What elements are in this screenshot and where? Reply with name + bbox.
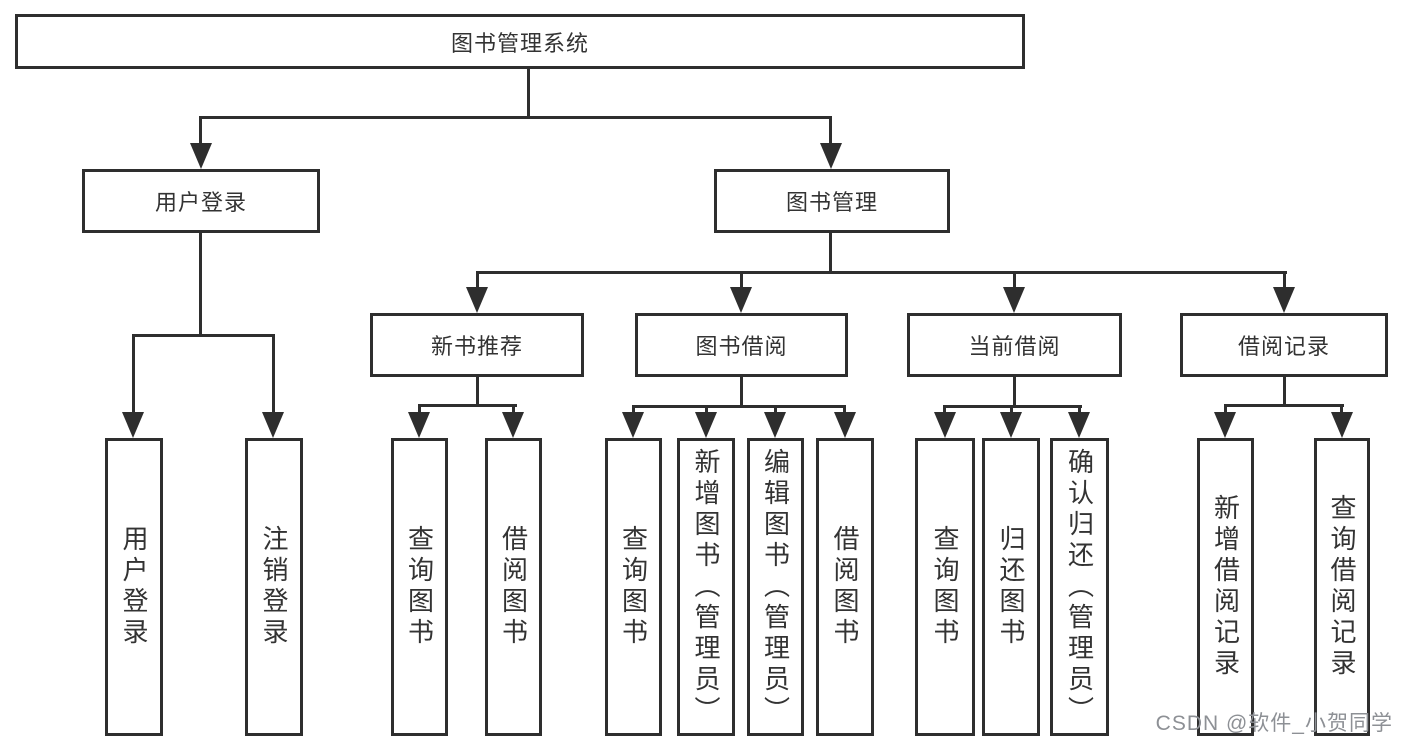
csdn-watermark: CSDN @软件_小贺同学 bbox=[1155, 712, 1393, 735]
leaf-add-books-admin-label: 新增图书（管理员） bbox=[691, 447, 721, 727]
node-new-book-recommend: 新书推荐 bbox=[370, 313, 584, 377]
arrowhead-cb-return-icon bbox=[1000, 412, 1022, 438]
arrowhead-br-query-icon bbox=[1331, 412, 1353, 438]
connector-new-book-stem bbox=[476, 271, 479, 290]
node-user-login: 用户登录 bbox=[82, 169, 320, 233]
leaf-query-borrow-record: 查询借阅记录 bbox=[1314, 438, 1370, 736]
leaf-borrow-books: 借阅图书 bbox=[816, 438, 874, 736]
node-borrow-records-label: 借阅记录 bbox=[1237, 334, 1330, 359]
connector-user-login-rail bbox=[132, 334, 275, 337]
connector-root-trunk bbox=[527, 66, 530, 119]
arrowhead-book-borrow-icon bbox=[730, 287, 752, 313]
leaf-recommend-query-books-label: 查询图书 bbox=[404, 525, 435, 649]
connector-book-borrow-rail bbox=[632, 405, 846, 408]
arrowhead-bb-query-icon bbox=[622, 412, 644, 438]
arrowhead-bb-add-icon bbox=[695, 412, 717, 438]
arrowhead-new-book-icon bbox=[466, 287, 488, 313]
connector-book-borrow-trunk bbox=[740, 375, 743, 408]
leaf-recommend-borrow-books-label: 借阅图书 bbox=[498, 525, 529, 649]
leaf-current-query-books: 查询图书 bbox=[915, 438, 975, 736]
node-book-borrow-label: 图书借阅 bbox=[695, 334, 788, 359]
leaf-user-login: 用户登录 bbox=[105, 438, 163, 736]
leaf-borrow-query-books-label: 查询图书 bbox=[618, 525, 649, 649]
connector-cb-query-stem bbox=[943, 405, 946, 415]
arrowhead-current-borrow-icon bbox=[1003, 287, 1025, 313]
node-borrow-records: 借阅记录 bbox=[1180, 313, 1388, 377]
leaf-add-borrow-record-label: 新增借阅记录 bbox=[1210, 494, 1241, 680]
arrowhead-borrow-records-icon bbox=[1273, 287, 1295, 313]
leaf-recommend-query-books: 查询图书 bbox=[391, 438, 448, 736]
connector-rec-borrow-stem bbox=[512, 404, 515, 416]
leaf-edit-books-admin: 编辑图书（管理员） bbox=[747, 438, 804, 736]
connector-level2-rail bbox=[199, 116, 831, 119]
connector-user-login-stem bbox=[199, 116, 202, 146]
leaf-query-borrow-record-label: 查询借阅记录 bbox=[1327, 494, 1357, 680]
arrowhead-leaf-user-login-icon bbox=[122, 412, 144, 438]
connector-bb-query-stem bbox=[632, 405, 635, 415]
leaf-add-borrow-record: 新增借阅记录 bbox=[1197, 438, 1254, 736]
arrowhead-user-login-icon bbox=[190, 143, 212, 169]
connector-book-mgmt-trunk bbox=[829, 231, 832, 274]
node-book-management-label: 图书管理 bbox=[785, 190, 878, 215]
arrowhead-bb-borrow-icon bbox=[834, 412, 856, 438]
node-library-system-label: 图书管理系统 bbox=[450, 30, 589, 56]
connector-borrow-records-stem bbox=[1283, 271, 1286, 290]
connector-bb-add-stem bbox=[705, 405, 708, 415]
leaf-return-books: 归还图书 bbox=[982, 438, 1040, 736]
node-book-management: 图书管理 bbox=[714, 169, 950, 233]
connector-bb-edit-stem bbox=[774, 405, 777, 415]
leaf-confirm-return-admin: 确认归还（管理员） bbox=[1050, 438, 1109, 736]
arrowhead-br-add-icon bbox=[1214, 412, 1236, 438]
arrowhead-book-mgmt-icon bbox=[820, 143, 842, 169]
connector-current-borrow-stem bbox=[1013, 271, 1016, 290]
leaf-recommend-borrow-books: 借阅图书 bbox=[485, 438, 542, 736]
arrowhead-rec-query-icon bbox=[408, 412, 430, 438]
connector-leaf-logout-stem bbox=[272, 334, 275, 414]
arrowhead-leaf-logout-icon bbox=[262, 412, 284, 438]
connector-recommend-trunk bbox=[476, 375, 479, 407]
connector-current-borrow-trunk bbox=[1013, 375, 1016, 408]
connector-user-login-trunk bbox=[199, 231, 202, 337]
leaf-edit-books-admin-label: 编辑图书（管理员） bbox=[760, 447, 791, 727]
connector-book-mgmt-stem bbox=[829, 116, 832, 146]
connector-bb-borrow-stem bbox=[843, 405, 846, 415]
connector-br-add-stem bbox=[1224, 404, 1227, 416]
connector-borrow-records-rail bbox=[1224, 404, 1344, 407]
connector-recommend-rail bbox=[418, 404, 517, 407]
node-current-borrow-label: 当前借阅 bbox=[968, 334, 1061, 359]
arrowhead-cb-confirm-icon bbox=[1068, 412, 1090, 438]
leaf-add-books-admin: 新增图书（管理员） bbox=[677, 438, 735, 736]
arrowhead-bb-edit-icon bbox=[764, 412, 786, 438]
node-current-borrow: 当前借阅 bbox=[907, 313, 1122, 377]
node-library-system: 图书管理系统 bbox=[15, 14, 1025, 69]
connector-cb-confirm-stem bbox=[1078, 405, 1081, 415]
node-book-borrow: 图书借阅 bbox=[635, 313, 848, 377]
leaf-confirm-return-admin-label: 确认归还（管理员） bbox=[1064, 447, 1095, 727]
connector-leaf-user-login-stem bbox=[132, 334, 135, 414]
connector-cb-return-stem bbox=[1010, 405, 1013, 415]
arrowhead-cb-query-icon bbox=[934, 412, 956, 438]
leaf-return-books-label: 归还图书 bbox=[996, 525, 1026, 649]
node-new-book-recommend-label: 新书推荐 bbox=[430, 334, 523, 359]
leaf-borrow-query-books: 查询图书 bbox=[605, 438, 662, 736]
connector-br-query-stem bbox=[1340, 404, 1343, 416]
connector-borrow-records-trunk bbox=[1283, 375, 1286, 407]
connector-book-borrow-stem bbox=[740, 271, 743, 290]
leaf-user-login-label: 用户登录 bbox=[119, 525, 149, 649]
connector-rec-query-stem bbox=[418, 404, 421, 416]
leaf-borrow-books-label: 借阅图书 bbox=[830, 525, 860, 649]
leaf-current-query-books-label: 查询图书 bbox=[930, 525, 960, 649]
connector-level3-rail bbox=[477, 271, 1287, 274]
arrowhead-rec-borrow-icon bbox=[502, 412, 524, 438]
node-user-login-label: 用户登录 bbox=[154, 190, 247, 215]
leaf-logout-login-label: 注销登录 bbox=[259, 525, 289, 649]
leaf-logout-login: 注销登录 bbox=[245, 438, 303, 736]
